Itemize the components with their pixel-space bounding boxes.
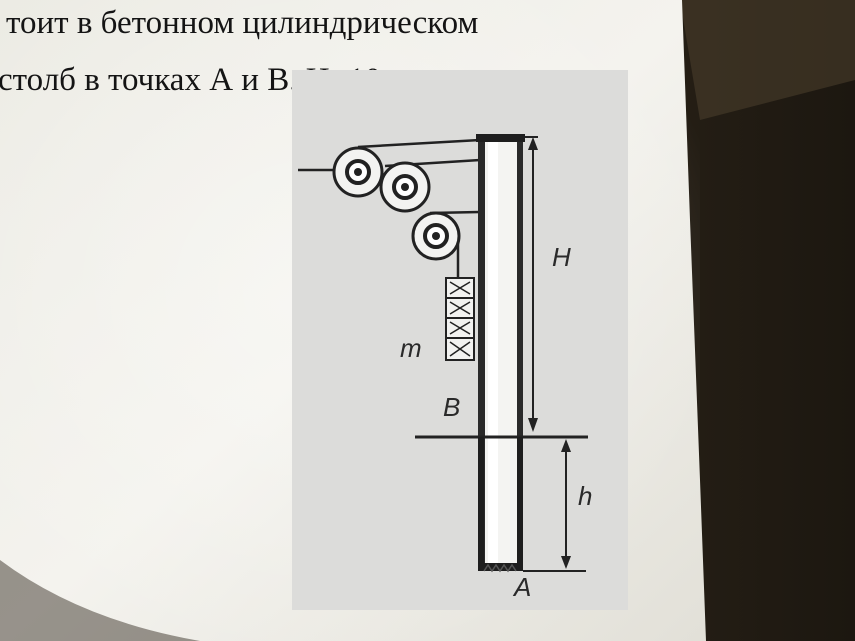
dark-corner-top-right (680, 0, 855, 120)
text-line-1: тоит в бетонном цилиндрическом (6, 5, 478, 41)
label-m: m (400, 333, 422, 363)
mass-stack (445, 277, 475, 361)
pulley-2 (379, 161, 431, 213)
label-H: H (552, 242, 571, 272)
pole (476, 134, 525, 568)
paper-shadow (0, 560, 200, 641)
foundation (478, 437, 523, 573)
dimension-H (525, 136, 538, 432)
pulley-1 (332, 146, 384, 198)
label-B: B (443, 392, 460, 422)
pulley-3 (411, 211, 461, 261)
label-h: h (578, 481, 592, 511)
dimension-h (523, 439, 586, 572)
label-A: A (512, 572, 531, 602)
